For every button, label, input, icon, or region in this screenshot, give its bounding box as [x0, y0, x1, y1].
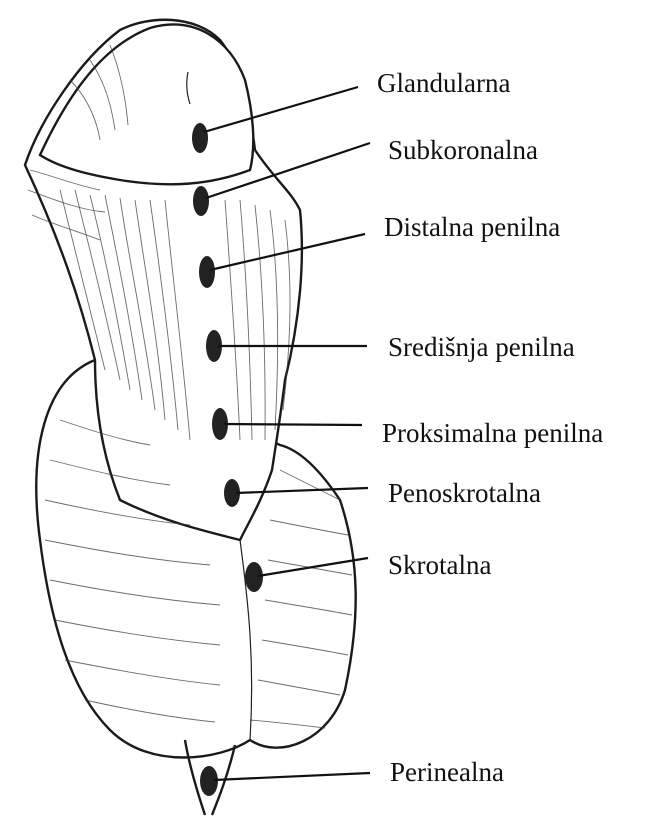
label-subcoronal: Subkoronalna [388, 135, 538, 165]
site-scrotal [245, 562, 263, 592]
label-proximal-penile: Proksimalna penilna [382, 418, 603, 448]
label-penoscrotal: Penoskrotalna [388, 478, 541, 508]
glans-outline [40, 25, 253, 185]
label-perineal: Perinealna [390, 757, 504, 787]
illustration [25, 20, 356, 815]
label-scrotal: Skrotalna [388, 550, 491, 580]
label-mid-penile: Središnja penilna [388, 332, 575, 362]
labels: Glandularna Subkoronalna Distalna peniln… [377, 68, 603, 787]
site-subcoronal [193, 186, 209, 216]
leader-proximal-penile [224, 424, 362, 425]
leader-perineal [214, 773, 370, 780]
label-glandular: Glandularna [377, 68, 510, 98]
site-glandular [192, 123, 208, 153]
label-distal-penile: Distalna penilna [384, 212, 560, 242]
site-distal-penile [199, 256, 215, 288]
